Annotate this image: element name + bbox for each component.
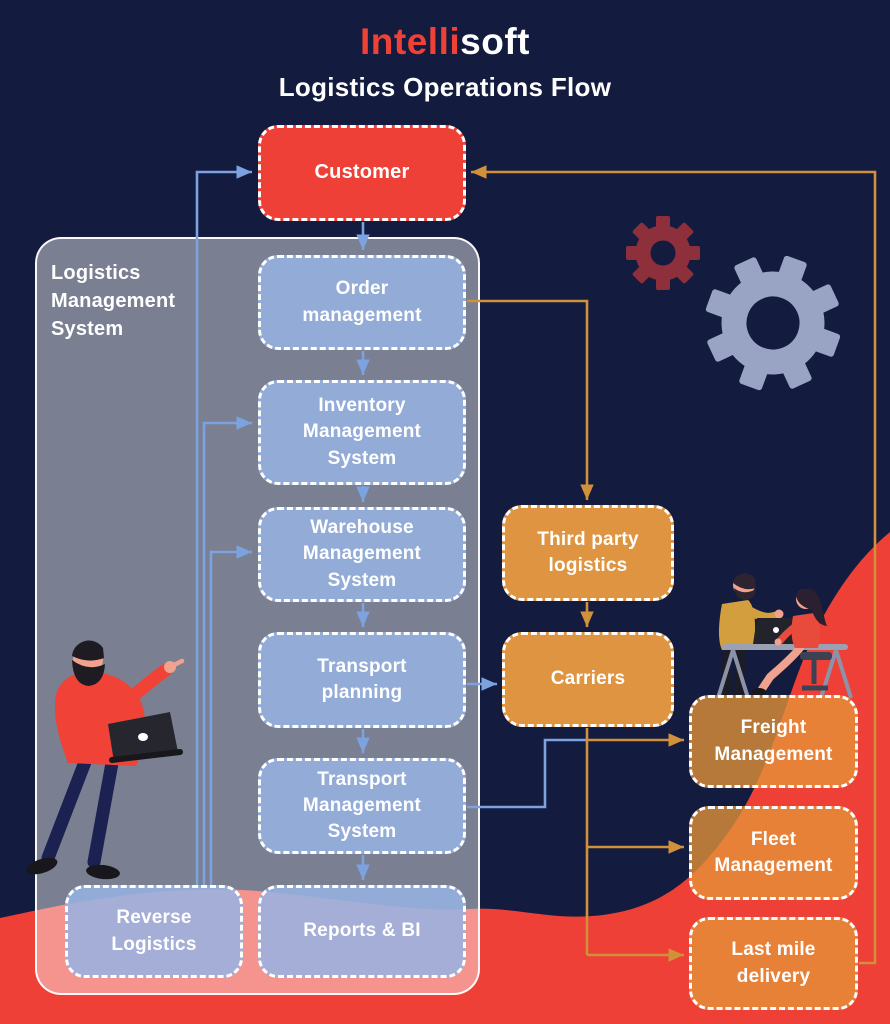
- gear-icon: [705, 255, 841, 391]
- panel-title: Logistics Management System: [51, 262, 176, 340]
- node-reverse-logistics: Reverse Logistics: [65, 885, 243, 978]
- node-customer-label: Customer: [314, 161, 410, 184]
- connector-lastmile-to-customer: [471, 165, 877, 965]
- connector-tms-to-freight-junction: [467, 738, 587, 809]
- brand-logo: Intellisoft: [0, 21, 890, 63]
- node-reports-label: Reports & BI: [303, 920, 421, 942]
- node-tms-label: Transport Management System: [302, 768, 422, 843]
- node-freight-management: Freight Management: [689, 695, 858, 788]
- node-warehouse-label: Warehouse Management System: [302, 517, 422, 591]
- node-last-mile-delivery: Last mile delivery: [689, 917, 858, 1010]
- orange-connectors: [467, 165, 877, 965]
- node-order-label: Order management: [302, 278, 422, 326]
- connector-reverse-to-customer: [195, 165, 252, 885]
- gear-icon-small: [626, 216, 700, 290]
- page-title: Logistics Operations Flow: [278, 71, 612, 102]
- brand-intelli: Intelli: [360, 21, 461, 62]
- node-lastmile-label: Last mile delivery: [731, 939, 816, 987]
- worker-with-laptop-illustration: [26, 640, 185, 880]
- connector-reverse-to-warehouse: [209, 545, 252, 885]
- node-freight-label: Freight Management: [714, 717, 833, 765]
- node-third-party-logistics: Third party logistics: [502, 505, 674, 601]
- node-fleet-management: Fleet Management: [689, 806, 858, 900]
- header: Intellisoft Logistics Operations Flow: [0, 21, 890, 103]
- node-carriers-label: Carriers: [550, 668, 626, 690]
- node-fleet-label: Fleet Management: [714, 828, 833, 876]
- node-thirdparty-label: Third party logistics: [537, 528, 639, 576]
- meeting-at-desk-illustration: [716, 573, 853, 703]
- node-inventory-label: Inventory Management System: [302, 395, 422, 469]
- node-transport-planning: Transport planning: [258, 632, 466, 728]
- node-reverse-label: Reverse Logistics: [111, 907, 197, 955]
- node-order-management: Order management: [258, 255, 466, 350]
- connector-order-to-thirdparty: [467, 299, 594, 500]
- node-inventory-management-system: Inventory Management System: [258, 380, 466, 485]
- node-warehouse-management-system: Warehouse Management System: [258, 507, 466, 602]
- node-planning-label: Transport planning: [317, 655, 407, 703]
- node-transport-management-system: Transport Management System: [258, 758, 466, 854]
- connector-reverse-to-inventory: [202, 416, 252, 885]
- node-customer: Customer: [258, 125, 466, 221]
- node-carriers: Carriers: [502, 632, 674, 727]
- brand-soft: soft: [460, 21, 530, 62]
- node-reports-bi: Reports & BI: [258, 885, 466, 978]
- blue-connectors: [195, 165, 587, 885]
